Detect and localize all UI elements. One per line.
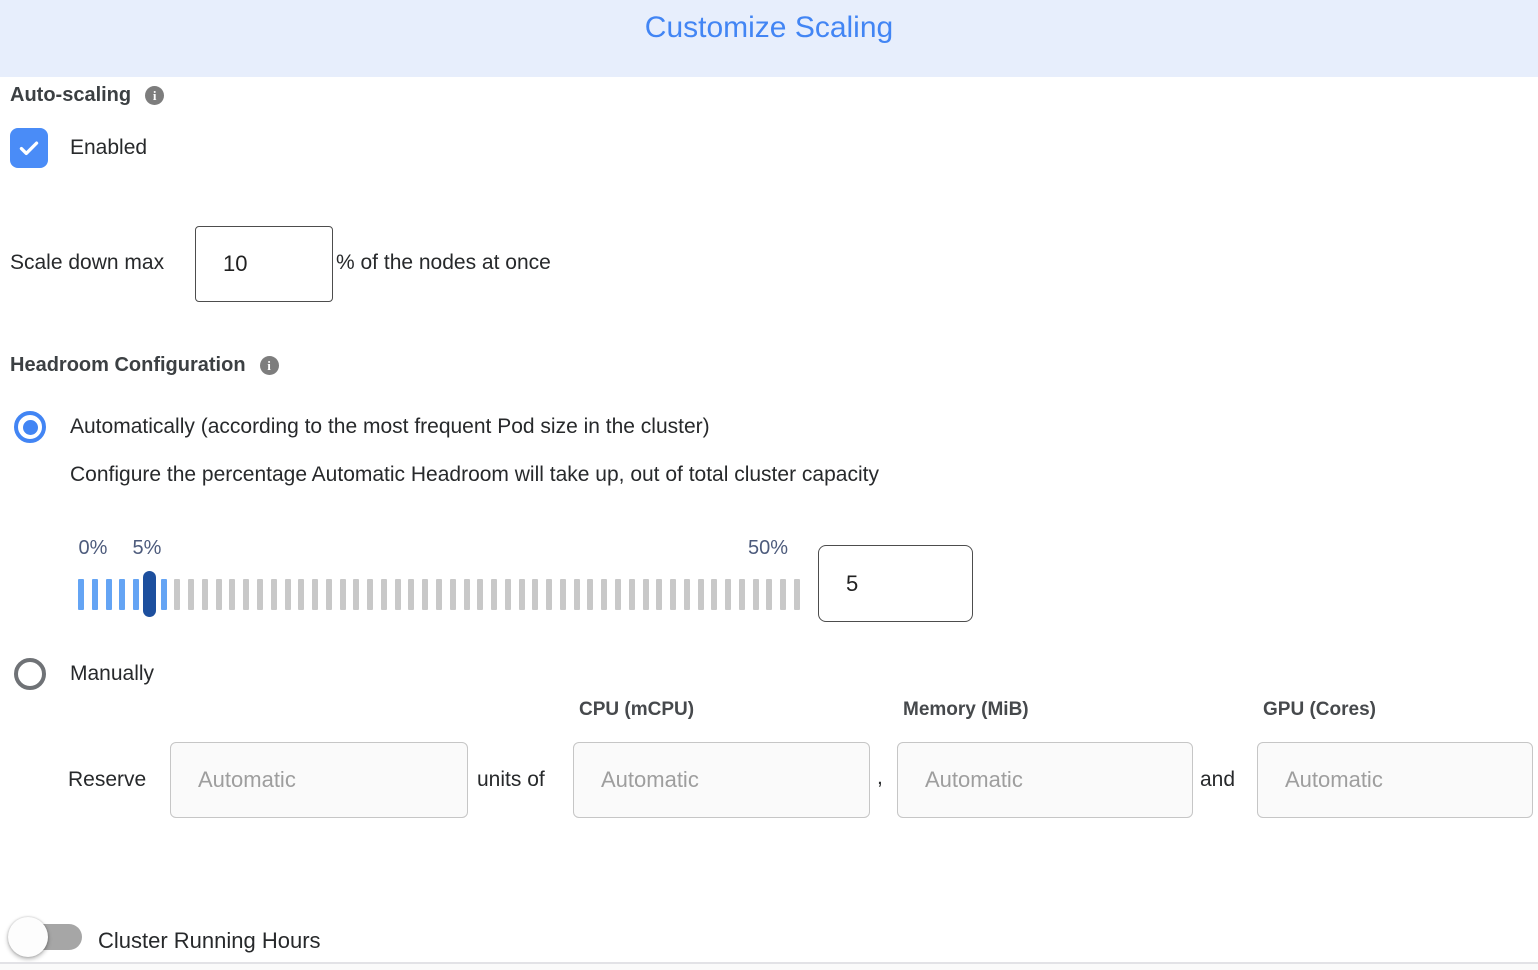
slider-tick: [670, 579, 677, 610]
slider-min-label: 0%: [78, 537, 108, 559]
automatic-headroom-description: Configure the percentage Automatic Headr…: [70, 463, 879, 486]
slider-tick: [257, 579, 263, 610]
slider-tick: [133, 579, 140, 610]
slider-tick: [546, 579, 553, 610]
slider-tick: [325, 579, 332, 610]
slider-handle[interactable]: [143, 571, 157, 617]
scale-down-max-input[interactable]: [195, 226, 333, 302]
reserve-memory-input[interactable]: [897, 742, 1193, 818]
reserve-cpu-input[interactable]: [573, 742, 870, 818]
slider-tick: [119, 579, 126, 610]
slider-tick: [105, 579, 112, 610]
info-icon[interactable]: i: [145, 86, 165, 105]
slider-tick: [353, 579, 360, 610]
slider-tick: [367, 579, 374, 610]
slider-tick: [312, 579, 319, 610]
slider-tick: [339, 579, 346, 610]
slider-max-label: 50%: [747, 537, 789, 559]
reserve-gpu-input[interactable]: [1257, 742, 1533, 818]
slider-tick: [711, 579, 718, 610]
headroom-percentage-input[interactable]: [818, 545, 973, 622]
headroom-section-label: Headroom Configuration i: [10, 354, 279, 377]
radio-automatically[interactable]: [14, 411, 46, 443]
slider-tick: [284, 579, 291, 610]
slider-tick: [201, 579, 208, 610]
slider-tick: [573, 579, 580, 610]
units-of-label: units of: [477, 768, 545, 791]
bottom-divider: [0, 962, 1538, 964]
radio-manually[interactable]: [14, 658, 46, 690]
slider-tick: [298, 579, 305, 610]
manually-label: Manually: [70, 662, 155, 685]
slider-tick: [628, 579, 635, 610]
page-title: Customize Scaling: [644, 11, 894, 44]
slider-tick: [738, 579, 745, 610]
toggle-knob[interactable]: [8, 917, 48, 957]
automatically-label: Automatically (according to the most fre…: [70, 415, 710, 438]
slider-tick: [408, 579, 415, 610]
slider-tick: [174, 579, 181, 610]
reserve-units-input[interactable]: [170, 742, 468, 818]
enabled-label: Enabled: [70, 136, 148, 159]
slider-tick: [504, 579, 511, 610]
slider-tick: [656, 579, 663, 610]
slider-tick: [449, 579, 456, 610]
slider-tick: [463, 579, 470, 610]
bottom-strip: [0, 964, 1538, 970]
comma-separator: ,: [877, 766, 883, 789]
slider-tick: [78, 579, 84, 610]
slider-tick: [422, 579, 429, 610]
slider-tick: [518, 579, 525, 610]
slider-tick: [587, 579, 594, 610]
slider-tick: [794, 579, 800, 610]
dialog-header: Customize Scaling: [0, 0, 1538, 77]
auto-scaling-section-label: Auto-scaling i: [10, 84, 165, 107]
cluster-running-hours-toggle[interactable]: [8, 917, 82, 957]
slider-tick: [615, 579, 621, 610]
slider-tick: [380, 579, 387, 610]
headroom-slider-track[interactable]: [78, 571, 800, 617]
slider-tick: [532, 579, 539, 610]
and-label: and: [1200, 768, 1236, 791]
slider-tick: [683, 579, 690, 610]
column-header-cpu: CPU (mCPU): [579, 699, 695, 720]
checkmark-icon: [19, 141, 39, 156]
auto-scaling-enabled-checkbox[interactable]: [10, 128, 48, 168]
slider-tick: [160, 579, 167, 610]
scale-down-suffix: % of the nodes at once: [336, 251, 551, 274]
slider-tick: [642, 579, 649, 610]
slider-tick: [477, 579, 484, 610]
slider-tick: [766, 579, 773, 610]
slider-tick: [394, 579, 401, 610]
scale-down-label: Scale down max: [10, 251, 165, 274]
auto-scaling-label: Auto-scaling: [10, 84, 132, 106]
slider-tick: [188, 579, 195, 610]
slider-tick: [436, 579, 442, 610]
column-header-gpu: GPU (Cores): [1263, 699, 1376, 720]
slider-tick: [780, 579, 787, 610]
slider-tick: [559, 579, 566, 610]
slider-tick: [725, 579, 732, 610]
cluster-running-hours-label: Cluster Running Hours: [98, 928, 321, 953]
slider-tick: [697, 579, 704, 610]
slider-tick: [215, 579, 222, 610]
info-icon[interactable]: i: [259, 356, 279, 375]
slider-tick: [270, 579, 277, 610]
slider-tick: [91, 579, 98, 610]
slider-tick: [491, 579, 498, 610]
slider-tick: [752, 579, 759, 610]
reserve-label: Reserve: [68, 768, 147, 791]
slider-tick: [243, 579, 250, 610]
slider-tick: [601, 579, 608, 610]
slider-tick: [229, 579, 236, 610]
slider-current-label: 5%: [132, 537, 162, 559]
radio-dot: [22, 419, 38, 435]
column-header-memory: Memory (MiB): [903, 699, 1029, 720]
headroom-label: Headroom Configuration: [10, 354, 246, 376]
